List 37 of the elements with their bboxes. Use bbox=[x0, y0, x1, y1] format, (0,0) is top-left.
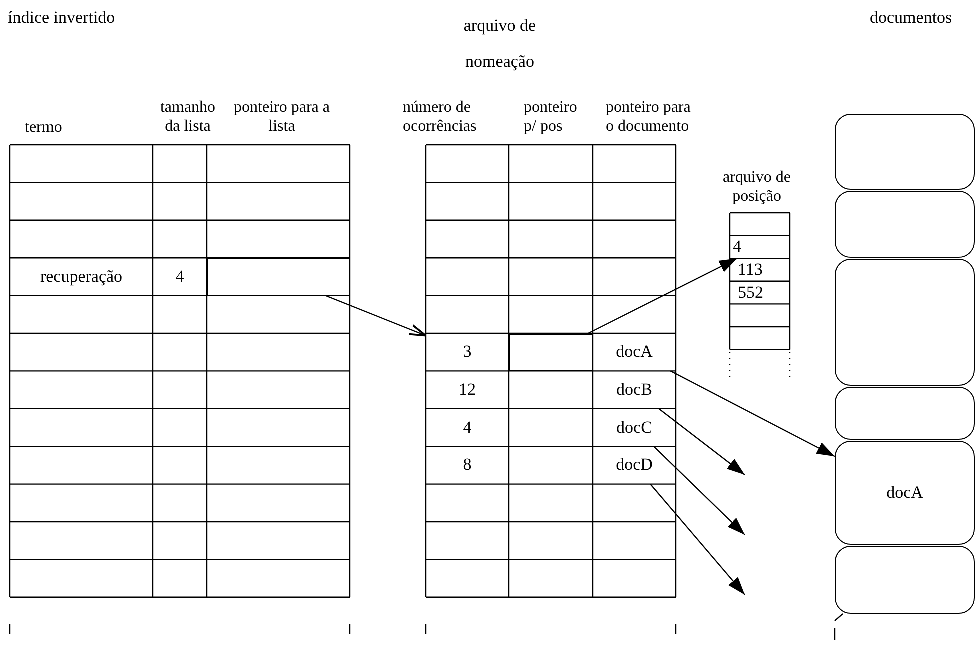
cell-value: 8 bbox=[463, 455, 472, 476]
arrow bbox=[670, 370, 836, 458]
document-box bbox=[835, 546, 975, 614]
column-header: ponteiro p/ pos bbox=[524, 98, 578, 136]
column-header: termo bbox=[25, 118, 64, 137]
cell-value: 12 bbox=[459, 380, 476, 400]
column-header: número de ocorrências bbox=[403, 98, 478, 136]
column-header: tamanho da lista bbox=[159, 98, 217, 136]
arrow bbox=[326, 295, 427, 337]
cell-value: 113 bbox=[738, 260, 763, 280]
diagram-heading: arquivo de nomeação bbox=[462, 15, 538, 73]
arrow bbox=[654, 446, 746, 536]
cell-value: 4 bbox=[463, 418, 472, 438]
document-box bbox=[835, 259, 975, 386]
diagram-heading: índice invertido bbox=[8, 8, 116, 27]
cell-value: recuperação bbox=[40, 266, 123, 287]
document-box bbox=[835, 191, 975, 258]
arrow bbox=[650, 484, 746, 596]
table-cell: docB bbox=[593, 371, 676, 409]
document-box bbox=[835, 387, 975, 440]
table-cell: 3 bbox=[426, 334, 509, 372]
diagram-heading: documentos bbox=[870, 8, 954, 27]
cell-value: 552 bbox=[738, 282, 764, 303]
arrow bbox=[588, 258, 738, 334]
table-cell: docD bbox=[593, 446, 676, 484]
table-cell: docC bbox=[593, 408, 676, 447]
table-cell: docA bbox=[593, 334, 676, 372]
document-box: docA bbox=[835, 441, 975, 545]
cell-value: 4 bbox=[176, 266, 184, 287]
table-cell: 4 bbox=[730, 236, 790, 259]
column-header: ponteiro para a lista bbox=[233, 98, 331, 136]
table-cell bbox=[509, 334, 593, 372]
document-box bbox=[835, 114, 975, 190]
arrow bbox=[658, 408, 746, 476]
table-cell bbox=[207, 258, 350, 296]
column-header: ponteiro para o documento bbox=[606, 98, 692, 136]
table-heading: arquivo de posição bbox=[722, 168, 792, 206]
